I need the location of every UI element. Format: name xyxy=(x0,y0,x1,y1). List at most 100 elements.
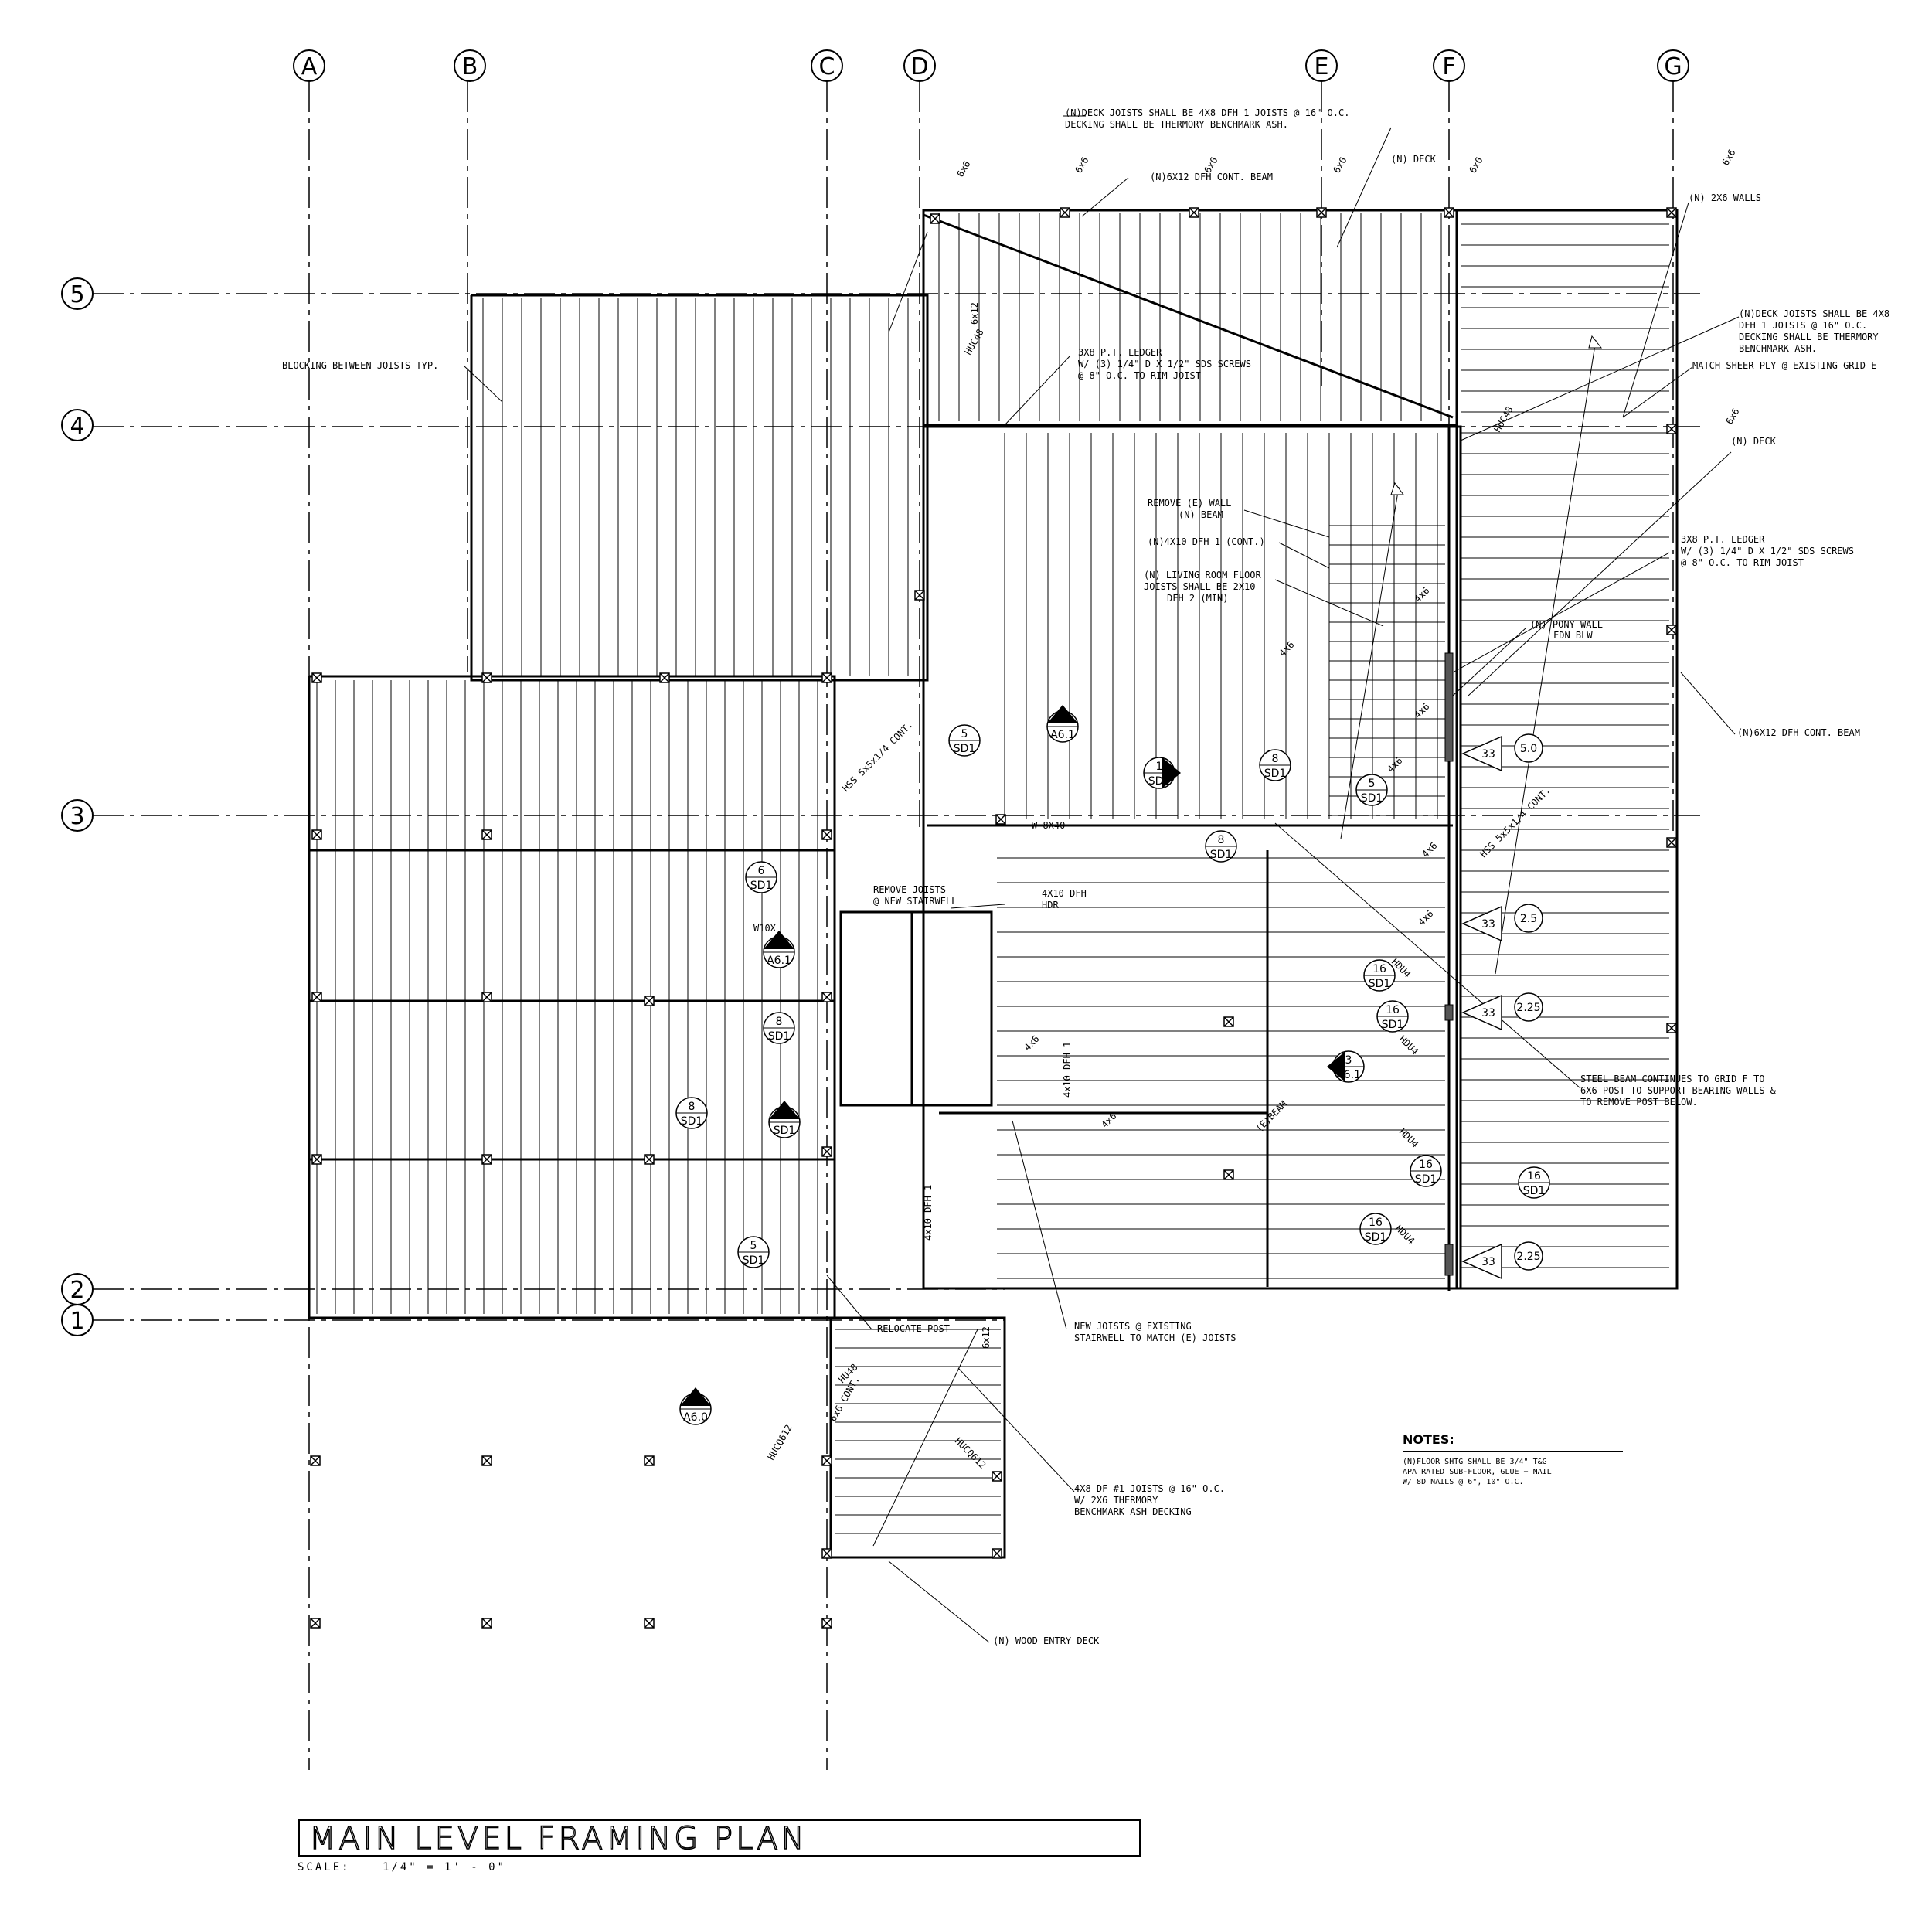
label-deck-joists-top-2: DECKING SHALL BE THERMORY BENCHMARK ASH. xyxy=(1065,119,1288,130)
label-ledger-top-2: W/ (3) 1/4" D X 1/2" SDS SCREWS xyxy=(1078,359,1251,369)
post-cross xyxy=(1189,207,1199,218)
slope-tag-value: 33 xyxy=(1481,1256,1495,1268)
section-marker-number: 8 xyxy=(1218,834,1225,846)
post-cross xyxy=(644,1154,655,1165)
label-remove-wall-2: (N) BEAM xyxy=(1179,509,1223,520)
slope-tag-ratio: 5.0 xyxy=(1520,743,1537,755)
label-remove-wall-1: REMOVE (E) WALL xyxy=(1148,498,1231,509)
slope-triangle xyxy=(1461,905,1502,942)
annotations: (N)DECK JOISTS SHALL BE 4X8 DFH 1 JOISTS… xyxy=(282,107,1889,1646)
section-marker-sheet: A6.1 xyxy=(767,955,791,967)
section-marker-number: 1 xyxy=(776,940,783,952)
post-cross xyxy=(311,829,322,840)
slope-triangle xyxy=(1461,994,1502,1031)
label-w8x40: W 8X40 xyxy=(1032,820,1065,831)
section-marker-number: 5 xyxy=(1369,778,1376,790)
scale-value: 1/4" = 1' - 0" xyxy=(383,1861,507,1874)
grid-bubble-labels: A B C D E F G 5 4 3 2 1 xyxy=(70,53,1682,1335)
post-cross xyxy=(644,1618,655,1629)
label-living-room-3: DFH 2 (MIN) xyxy=(1167,593,1228,604)
post-cross xyxy=(310,1618,321,1629)
grid-label-C: C xyxy=(819,53,835,80)
label-cont-beam-top: (N)6X12 DFH CONT. BEAM xyxy=(1150,172,1273,182)
grid-bubble-5 xyxy=(61,277,94,310)
section-marker-pointer xyxy=(680,1387,711,1406)
label-steel-beam-3: TO REMOVE POST BELOW. xyxy=(1580,1097,1698,1108)
section-marker-number: 2 xyxy=(1060,714,1066,727)
member-tag: HUCQ612 xyxy=(765,1423,794,1462)
notes-line-2: APA RATED SUB-FLOOR, GLUE + NAIL xyxy=(1403,1468,1552,1476)
grid-label-G: G xyxy=(1664,53,1682,80)
section-marker-pointer xyxy=(1327,1051,1345,1082)
post-cross xyxy=(310,1455,321,1466)
member-tag: 6x6 xyxy=(1073,155,1090,175)
member-tag: 6x6 xyxy=(1467,155,1485,175)
grid-bubble-D xyxy=(903,49,936,82)
slope-circle xyxy=(1514,1241,1543,1271)
grid-label-D: D xyxy=(910,53,928,80)
shear-walls xyxy=(1444,652,1454,1276)
post-cross xyxy=(481,1618,492,1629)
grid-bubble-4 xyxy=(61,409,94,441)
post-cross xyxy=(659,672,670,683)
label-entry-joists-2: W/ 2X6 THERMORY xyxy=(1074,1495,1158,1506)
grid-bubble-A xyxy=(293,49,325,82)
label-deck-joists-right-3: DECKING SHALL BE THERMORY xyxy=(1739,332,1879,342)
section-marker-number: 16 xyxy=(1419,1159,1433,1171)
section-marker-sheet: SD1 xyxy=(1361,792,1383,805)
member-tag: 4x6 xyxy=(1277,639,1296,659)
post-cross xyxy=(821,1455,832,1466)
label-deck-joists-right-1: (N)DECK JOISTS SHALL BE 4X8 xyxy=(1739,308,1889,319)
slope-triangle xyxy=(1461,735,1502,772)
post-cross xyxy=(644,1455,655,1466)
label-deck-joists-right-4: BENCHMARK ASH. xyxy=(1739,343,1817,354)
drawing-title: MAIN LEVEL FRAMING PLAN xyxy=(308,1820,808,1857)
post-cross xyxy=(992,1471,1002,1482)
section-marker-sheet: SD1 xyxy=(750,880,773,892)
label-match-sheer: MATCH SHEER PLY @ EXISTING GRID E xyxy=(1692,360,1876,371)
label-steel-beam-1: STEEL BEAM CONTINUES TO GRID F TO xyxy=(1580,1074,1764,1084)
post-cross xyxy=(311,1154,322,1165)
label-w10: W10X xyxy=(753,923,777,934)
member-tag: 6x12 xyxy=(969,302,980,325)
slope-circle xyxy=(1514,992,1543,1022)
title-frame xyxy=(298,1819,1141,1857)
slope-triangle xyxy=(1461,1243,1502,1280)
slope-tag-value: 33 xyxy=(1481,748,1495,761)
post-cross xyxy=(995,814,1006,825)
post-cross xyxy=(821,829,832,840)
section-marker-number: 8 xyxy=(689,1101,696,1113)
post-cross xyxy=(930,213,940,224)
member-tag: 4x10 DFH 1 xyxy=(1062,1042,1073,1098)
section-marker-number: 8 xyxy=(776,1016,783,1028)
notes-title: NOTES: xyxy=(1403,1432,1454,1447)
member-tag: 4x10 DFH 1 xyxy=(923,1185,934,1241)
member-tag: 4x6 xyxy=(1022,1033,1041,1053)
section-marker-number: 16 xyxy=(1369,1217,1383,1229)
slope-circle xyxy=(1514,904,1543,933)
post-cross xyxy=(1666,837,1677,848)
post-cross xyxy=(1666,1023,1677,1033)
leader-lines xyxy=(463,115,1740,1643)
section-marker-sheet: SD1 xyxy=(1382,1019,1404,1031)
post-cross xyxy=(1666,625,1677,635)
section-marker: 1A6.1 xyxy=(763,931,795,968)
label-relocate-post: RELOCATE POST xyxy=(877,1323,950,1334)
post-cross xyxy=(1223,1016,1234,1027)
section-marker-number: 5 xyxy=(750,1240,757,1252)
slope-tag-ratio: 2.5 xyxy=(1520,913,1537,925)
member-tag: 4x6 xyxy=(1412,701,1431,720)
post-cross xyxy=(311,992,322,1002)
member-tag: HSS 5x5x1/4 CONT. xyxy=(840,719,915,794)
section-marker-sheet: SD1 xyxy=(1365,1231,1387,1244)
section-marker-number: 1 xyxy=(692,1397,699,1409)
section-marker-sheet: SD1 xyxy=(954,743,976,755)
grid-bubble-3 xyxy=(61,799,94,832)
